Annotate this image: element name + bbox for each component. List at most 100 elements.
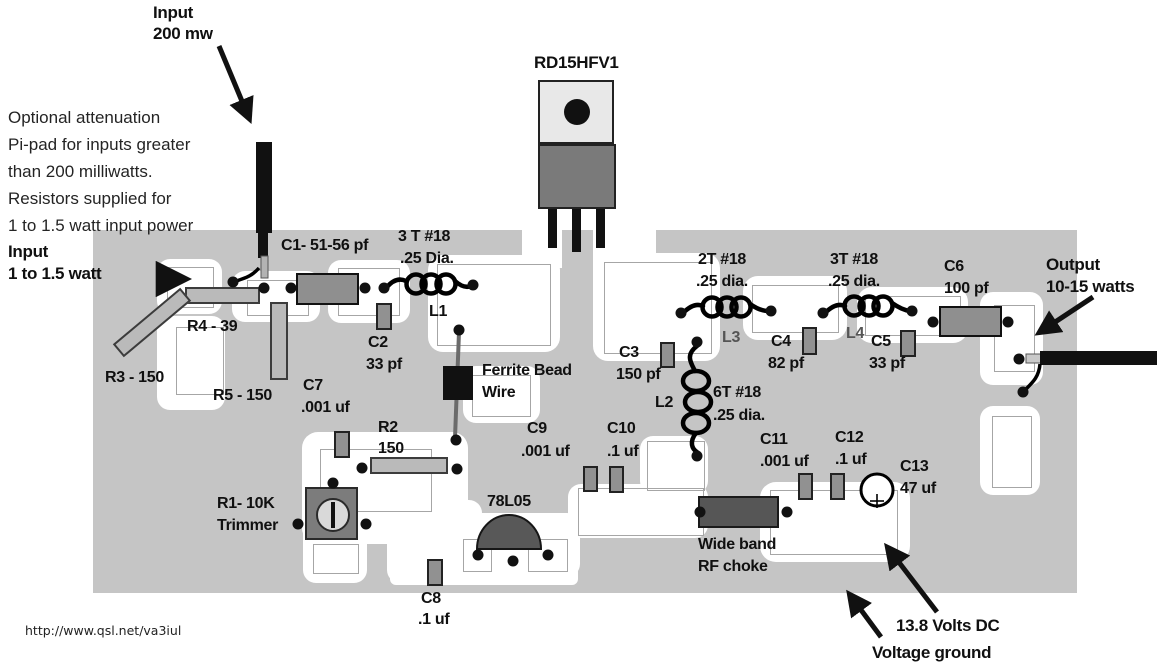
c7-name: C7 [303,377,323,394]
resistor-r2 [370,457,448,474]
capacitor-c6 [939,306,1002,337]
capacitor-c4 [802,327,817,355]
output-arrow [1034,294,1095,336]
output-label-2: 10-15 watts [1046,277,1135,296]
c8-name: C8 [421,590,441,607]
ferrite-label-2: Wire [482,384,516,401]
trace-outline [992,416,1032,488]
c7-value: .001 uf [301,399,350,416]
trace-outline [528,539,568,572]
center-trace [562,230,593,362]
r5-label: R5 - 150 [213,387,272,404]
ferrite-label-1: Ferrite Bead [482,362,572,379]
c3-name: C3 [619,344,639,361]
capacitor-c7 [334,431,350,458]
transistor-label: RD15HFV1 [534,53,619,72]
c12-name: C12 [835,429,864,446]
regulator-78l05 [475,514,543,550]
l4-spec-2: .25 dia. [828,273,880,290]
coil-l4 [822,294,913,318]
c6-value: 100 pf [944,280,989,297]
resistor-r5 [270,302,288,380]
c10-name: C10 [607,420,636,437]
trace-outline [647,441,705,491]
transistor-leg [596,209,605,248]
capacitor-c5 [900,330,916,357]
capacitor-c12 [830,473,845,500]
input-cable [236,142,272,283]
ferrite-bead [443,331,473,439]
pad-l2-bottom [640,436,708,494]
c13-name: C13 [900,458,929,475]
ground-arrow [846,589,884,639]
l3-spec-2: .25 dia. [696,273,748,290]
c4-name: C4 [771,333,791,350]
input-1-5w-label-1: Input [8,242,49,261]
c11-name: C11 [760,431,788,448]
r4-label: R4 - 39 [187,318,238,335]
c12-value: .1 uf [835,451,867,468]
trimmer-r1 [305,487,358,540]
l3-label: L3 [722,329,741,346]
c2-value: 33 pf [366,356,402,373]
r2-value: 150 [378,440,404,457]
c9-name: C9 [527,420,547,437]
trace-outline [437,264,551,346]
input-1-5w-label-2: 1 to 1.5 watt [8,264,102,283]
trimmer-slot [331,502,335,528]
transistor-leg [572,209,581,252]
capacitor-c3 [660,342,675,368]
url-note: http://www.qsl.net/va3iul [25,623,182,638]
c4-value: 82 pf [768,355,804,372]
output-label-1: Output [1046,255,1100,274]
capacitor-c2 [376,303,392,330]
input-200mw-label-2: 200 mw [153,24,213,43]
r2-name: R2 [378,419,398,436]
c13-value: 47 uf [900,480,936,497]
ground-label: Voltage ground [872,643,992,662]
c6-name: C6 [944,258,964,275]
coil-l1 [383,272,474,296]
c5-value: 33 pf [869,355,905,372]
r3-label: R3 - 150 [105,369,164,386]
input-200mw-arrow [216,45,254,124]
l4-spec-1: 3T #18 [830,251,879,268]
c9-value: .001 uf [521,443,570,460]
c5-name: C5 [871,333,891,350]
coil-l3 [680,295,771,319]
transistor-body [538,144,616,209]
capacitor-c8 [427,559,443,586]
pad-gate [428,255,560,352]
capacitor-c10 [609,466,624,493]
capacitor-c1 [296,273,359,305]
l1-label: L1 [429,303,448,320]
c11-value: .001 uf [760,453,809,470]
c10-value: .1 uf [607,443,639,460]
trace-outline [994,305,1035,372]
trace-outline [604,262,712,354]
c3-value: 150 pf [616,366,661,383]
choke-label-2: RF choke [698,558,768,575]
capacitor-c11 [798,473,813,500]
trace-outline [313,544,359,574]
transistor-mounting-hole [564,99,590,125]
c8-value: .1 uf [418,611,450,628]
l2-spec-1: 6T #18 [713,384,762,401]
l1-spec-1: 3 T #18 [398,228,451,245]
coil-l2 [680,343,714,455]
r1-value: Trimmer [217,517,279,534]
l2-spec-2: .25 dia. [713,407,765,424]
regulator-label: 78L05 [487,493,531,510]
pad-output-ground [980,406,1040,495]
transistor-leg [548,209,557,248]
supply-label: 13.8 Volts DC [896,616,1000,635]
l2-label: L2 [655,394,674,411]
input-200mw-label-1: Input [153,3,194,22]
solder-dots [227,276,1029,567]
c2-name: C2 [368,334,388,351]
supply-arrow [884,542,939,614]
capacitor-c13 [859,472,895,508]
l3-spec-1: 2T #18 [698,251,747,268]
